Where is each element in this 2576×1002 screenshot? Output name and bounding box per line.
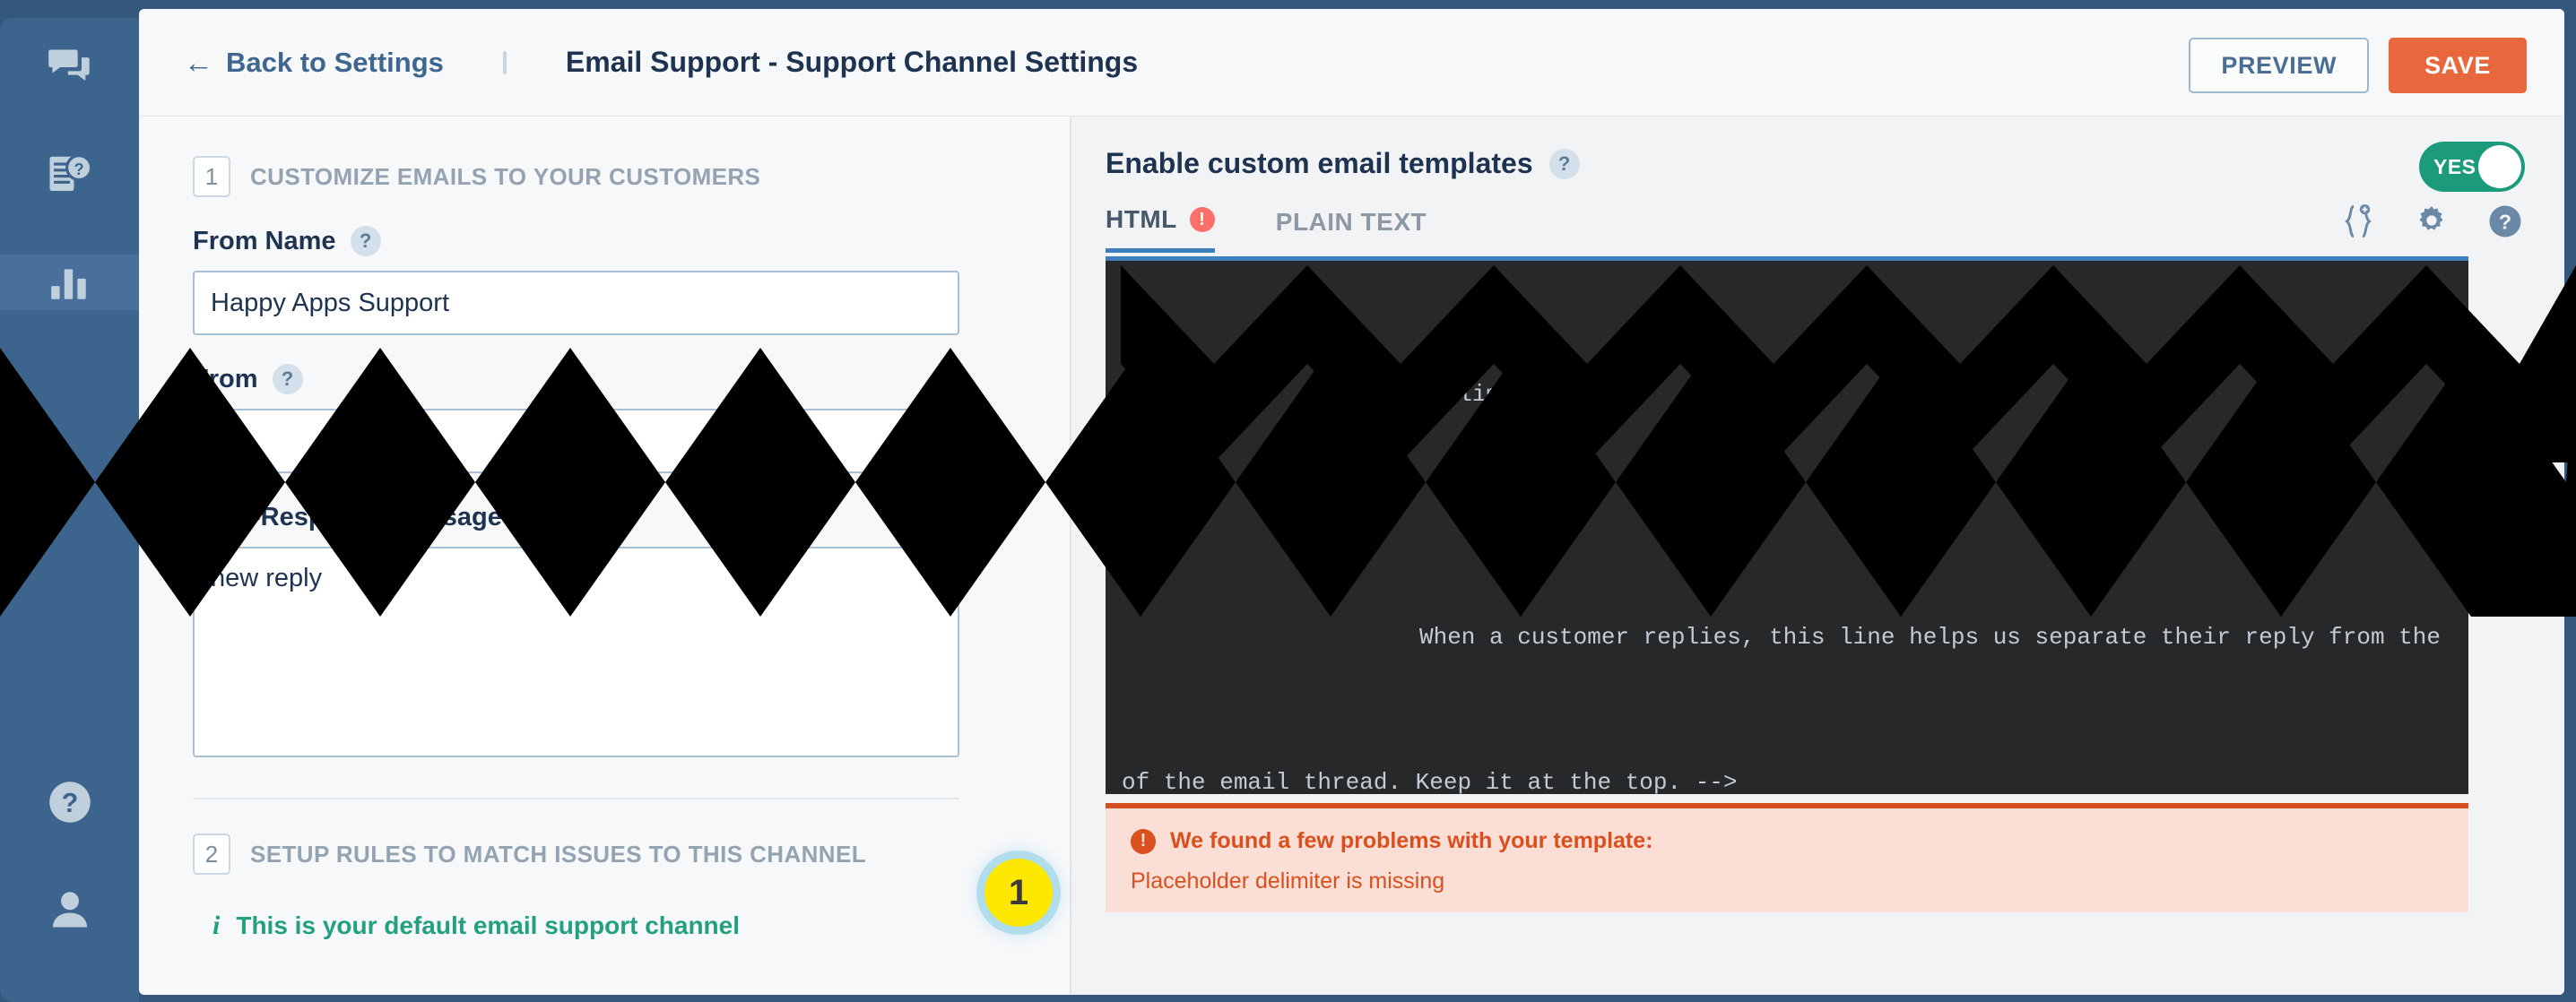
step-number-1: 1 — [193, 156, 230, 197]
auto-response-label: Auto-Response Message — [193, 502, 502, 531]
enable-templates-title: Enable custom email templates — [1106, 147, 1533, 179]
section-1-title: CUSTOMIZE EMAILS TO YOUR CUSTOMERS — [250, 162, 761, 190]
tab-html[interactable]: HTML ! — [1106, 205, 1215, 253]
step-number-2: 2 — [193, 834, 230, 875]
toggle-label: YES — [2433, 154, 2476, 178]
gear-icon[interactable] — [2414, 203, 2450, 239]
svg-text:?: ? — [61, 789, 78, 818]
from-email-help-icon[interactable]: ? — [272, 364, 303, 394]
sidebar-item-reports[interactable] — [0, 255, 139, 310]
top-bar: ← Back to Settings Email Support - Suppo… — [139, 9, 2564, 117]
back-to-settings-link[interactable]: ← Back to Settings — [184, 47, 444, 79]
reports-icon — [48, 260, 92, 305]
svg-text:?: ? — [2499, 210, 2511, 233]
from-email-field: From ? — [139, 364, 1070, 473]
insert-placeholder-icon[interactable] — [2340, 202, 2376, 241]
html-template-editor[interactable]: <!-- delimiter: When a customer replies,… — [1106, 256, 2468, 794]
auto-response-help-icon[interactable]: ? — [516, 502, 547, 532]
annotation-badge-1: 1 — [984, 859, 1053, 927]
sidebar-item-account[interactable] — [34, 882, 106, 937]
section-2-title: SETUP RULES TO MATCH ISSUES TO THIS CHAN… — [250, 840, 867, 868]
from-email-label: From — [193, 364, 258, 393]
settings-form-pane: 1 CUSTOMIZE EMAILS TO YOUR CUSTOMERS Fro… — [139, 117, 1071, 995]
from-name-input[interactable] — [193, 271, 959, 335]
sidebar-item-conversations[interactable] — [34, 39, 106, 95]
from-name-field: From Name ? — [139, 226, 1070, 335]
sidebar-item-knowledge-base[interactable]: ? — [34, 147, 106, 203]
help-icon: ? — [47, 779, 93, 825]
from-name-help-icon[interactable]: ? — [350, 226, 381, 256]
template-editor-pane: Enable custom email templates ? YES HTML… — [1071, 117, 2564, 995]
from-name-label: From Name — [193, 226, 336, 255]
tab-plain-text[interactable]: PLAIN TEXT — [1276, 208, 1427, 251]
preview-button[interactable]: PREVIEW — [2189, 38, 2370, 93]
breadcrumb-separator — [502, 50, 507, 74]
section-1-header: 1 CUSTOMIZE EMAILS TO YOUR CUSTOMERS — [139, 156, 1070, 197]
main-card: ← Back to Settings Email Support - Suppo… — [139, 9, 2564, 995]
default-channel-note-text: This is your default email support chann… — [236, 911, 740, 939]
page-title: Email Support - Support Channel Settings — [565, 46, 1139, 78]
account-icon — [47, 886, 93, 933]
knowledge-base-icon: ? — [46, 151, 94, 199]
enable-templates-toggle[interactable]: YES — [2419, 142, 2525, 192]
from-email-input[interactable] — [193, 409, 959, 473]
info-icon: i — [212, 911, 221, 940]
code-line: of the email thread. Keep it at the top.… — [1122, 768, 1738, 794]
topbar-actions: PREVIEW SAVE — [2189, 38, 2527, 93]
tab-html-label: HTML — [1106, 205, 1177, 233]
body-split: 1 CUSTOMIZE EMAILS TO YOUR CUSTOMERS Fro… — [139, 117, 2564, 995]
error-message: Placeholder delimiter is missing — [1131, 868, 1445, 894]
conversations-icon — [47, 44, 93, 91]
error-title-row: ! We found a few problems with your temp… — [1131, 828, 2468, 854]
code-line: When a customer replies, this line helps… — [1419, 623, 2441, 651]
toggle-knob — [2478, 145, 2521, 188]
save-button[interactable]: SAVE — [2389, 38, 2527, 93]
error-icon: ! — [1131, 828, 1156, 854]
back-to-settings-label: Back to Settings — [226, 46, 444, 78]
template-header: Enable custom email templates ? — [1106, 147, 2528, 180]
left-nav-rail: ? ? — [0, 18, 139, 1002]
enable-templates-help-icon[interactable]: ? — [1548, 148, 1580, 179]
section-2-header: 2 SETUP RULES TO MATCH ISSUES TO THIS CH… — [139, 834, 1070, 875]
template-error-panel: ! We found a few problems with your temp… — [1106, 803, 2468, 912]
help-icon[interactable]: ? — [2487, 203, 2523, 239]
editor-toolbar: ? — [2340, 202, 2523, 241]
auto-response-textarea[interactable] — [193, 547, 959, 757]
default-channel-note: i This is your default email support cha… — [139, 911, 1070, 941]
error-title: We found a few problems with your templa… — [1170, 828, 1653, 853]
tab-html-error-badge: ! — [1189, 207, 1215, 232]
auto-response-field: Auto-Response Message ? — [139, 502, 1070, 762]
code-line: <!-- delimiter: — [1360, 381, 1571, 409]
editor-tabs: HTML ! PLAIN TEXT — [1106, 202, 2528, 253]
section-divider — [193, 798, 959, 799]
tab-plain-text-label: PLAIN TEXT — [1275, 207, 1427, 236]
sidebar-item-help[interactable]: ? — [34, 774, 106, 830]
svg-text:?: ? — [74, 160, 83, 178]
back-arrow-icon: ← — [184, 46, 213, 79]
